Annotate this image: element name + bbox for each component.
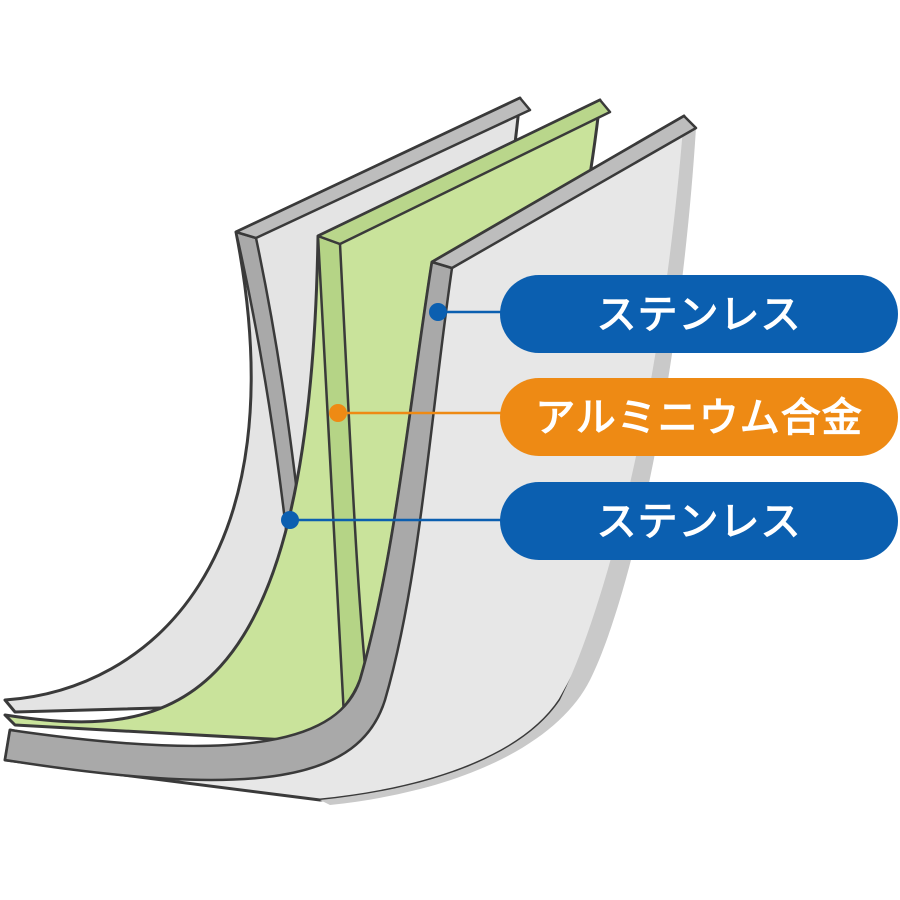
aluminum-core-edge-top [316, 98, 612, 246]
label-middle-aluminum: アルミニウム合金 [500, 378, 898, 456]
inner-stainless-face-shadow [320, 116, 696, 805]
label-top-stainless-bg [500, 275, 898, 353]
label-top-stainless: ステンレス [500, 275, 898, 353]
leader-dot-top-stainless [429, 303, 447, 321]
label-bottom-stainless-bg [500, 482, 898, 560]
leader-dot-bottom-stainless [281, 511, 299, 529]
inner-stainless-edge-top [430, 114, 698, 270]
label-bottom-stainless-text: ステンレス [597, 499, 802, 545]
label-middle-aluminum-bg [500, 378, 898, 456]
label-bottom-stainless: ステンレス [500, 482, 898, 560]
leader-dot-aluminum [329, 404, 347, 422]
inner-stainless-edge-left [3, 260, 454, 782]
outer-stainless-edge-top [234, 96, 532, 240]
label-top-stainless-text: ステンレス [597, 292, 802, 338]
label-middle-aluminum-text: アルミニウム合金 [535, 395, 863, 441]
